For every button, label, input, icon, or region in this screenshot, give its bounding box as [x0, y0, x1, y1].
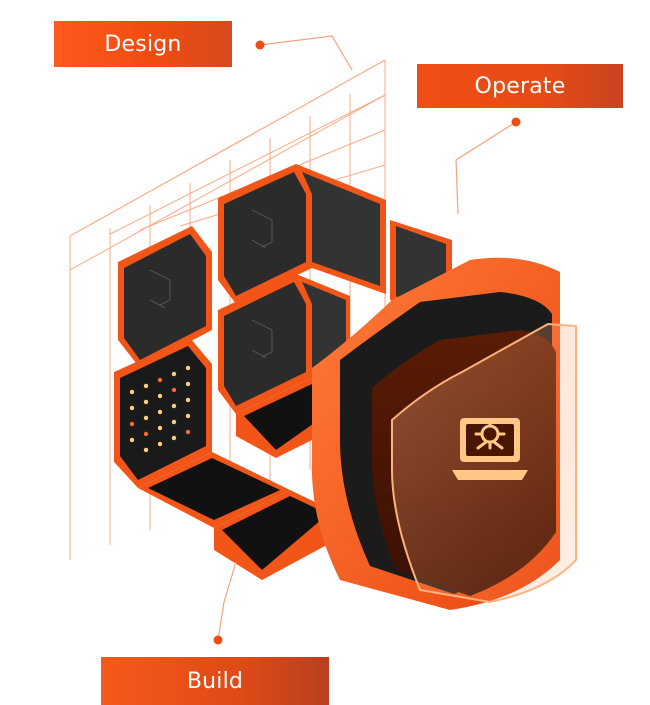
design-connector-dot — [255, 40, 265, 50]
connector-lines — [217, 35, 517, 641]
shield-gear-laptop-icon — [452, 418, 528, 480]
dot-matrix — [129, 365, 191, 453]
operate-connector-dot — [511, 117, 521, 127]
connector-dots — [213, 40, 521, 645]
shield — [311, 257, 577, 610]
build-connector-dot — [213, 635, 223, 645]
operate-label: Operate — [417, 64, 623, 108]
design-label: Design — [54, 21, 232, 67]
build-label: Build — [101, 657, 329, 705]
